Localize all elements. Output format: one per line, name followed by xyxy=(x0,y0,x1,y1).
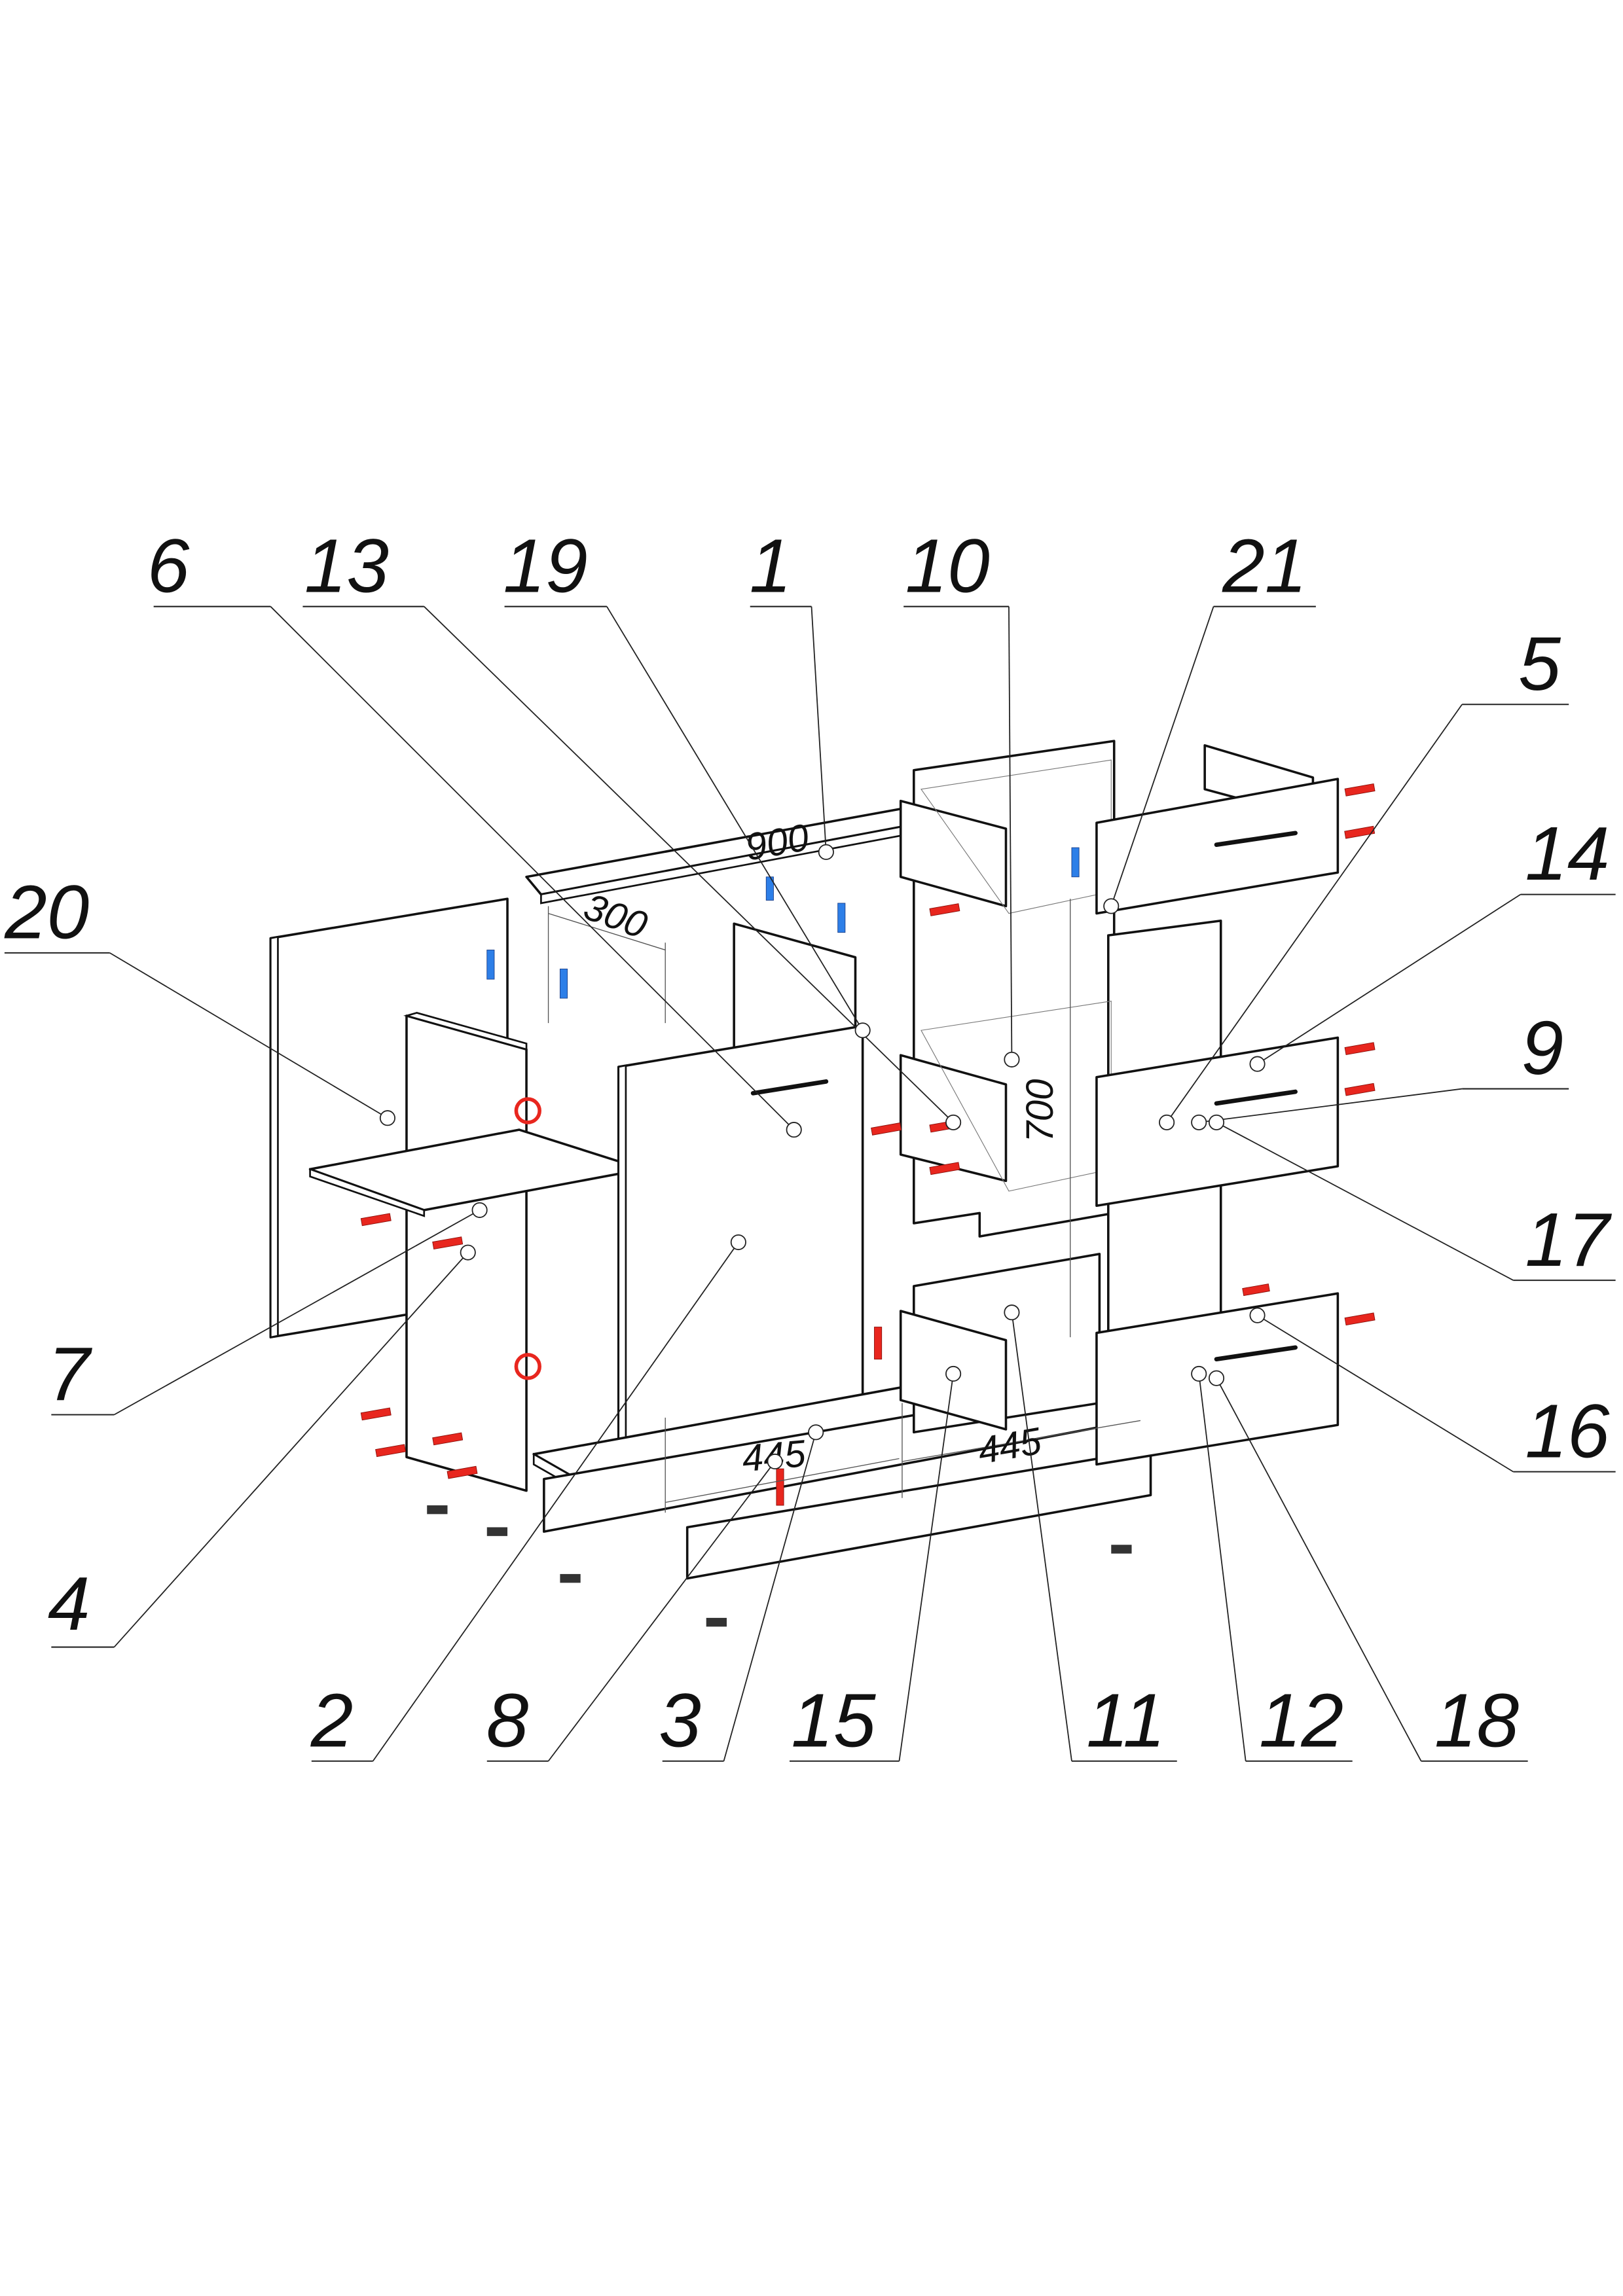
callout-15: 15 xyxy=(790,1365,962,1763)
callout-marker xyxy=(1004,1051,1020,1067)
callout-number: 4 xyxy=(48,1561,90,1646)
callout-number: 14 xyxy=(1525,811,1609,896)
callout-10: 10 xyxy=(903,523,1020,1067)
callout-marker xyxy=(818,844,834,860)
callout-3: 3 xyxy=(659,1424,824,1763)
callout-8: 8 xyxy=(486,1453,783,1763)
callout-leader xyxy=(898,1373,954,1761)
callout-leader xyxy=(1008,606,1013,1060)
drawer-handle xyxy=(1214,831,1298,848)
hardware xyxy=(360,783,1376,1627)
callout-leader xyxy=(1216,1122,1514,1281)
callout-number: 19 xyxy=(503,523,588,608)
callout-leader xyxy=(372,1242,739,1762)
callout-leader xyxy=(606,606,864,1031)
callout-marker xyxy=(1159,1114,1175,1130)
callout-number: 6 xyxy=(147,523,190,608)
drawer-handle xyxy=(1214,1089,1298,1106)
callout-16: 16 xyxy=(1249,1307,1616,1473)
callout-21: 21 xyxy=(1103,523,1316,914)
callout-marker xyxy=(1191,1365,1207,1382)
door-handle xyxy=(750,1079,829,1096)
callout-number: 10 xyxy=(905,523,990,608)
callout-marker xyxy=(1004,1304,1020,1321)
callout-leader xyxy=(1216,1378,1422,1762)
callout-leader xyxy=(1257,1314,1514,1473)
dimension-lines xyxy=(547,899,1141,1513)
callout-leader xyxy=(547,1461,776,1762)
callout-leader xyxy=(1199,1088,1463,1123)
callout-leader xyxy=(1011,1312,1072,1761)
callout-number: 18 xyxy=(1434,1677,1519,1763)
callout-7: 7 xyxy=(48,1202,488,1416)
callout-marker xyxy=(808,1424,824,1441)
callout-marker xyxy=(1249,1056,1266,1072)
callout-number: 20 xyxy=(4,870,89,955)
callout-leader xyxy=(270,606,795,1130)
callout-14: 14 xyxy=(1249,811,1616,1072)
callout-9: 9 xyxy=(1191,1005,1569,1130)
callout-marker xyxy=(786,1122,802,1138)
callout-leader xyxy=(109,952,388,1119)
callout-marker xyxy=(767,1453,783,1470)
callout-11: 11 xyxy=(1004,1304,1177,1763)
callout-number: 3 xyxy=(659,1677,701,1763)
callout-marker xyxy=(945,1114,962,1130)
callout-number: 11 xyxy=(1086,1677,1165,1763)
callout-number: 21 xyxy=(1222,523,1307,608)
callout-leader xyxy=(1198,1373,1247,1761)
callout-number: 13 xyxy=(304,523,389,608)
callout-leader xyxy=(113,1252,469,1648)
callout-number: 5 xyxy=(1518,621,1561,706)
callout-leader xyxy=(1257,893,1521,1065)
callouts: 6 13 19 1 10 21 5 14 9 17 16 18 12 11 15 3 8 2 4 7 20 xyxy=(4,523,1616,1763)
callout-13: 13 xyxy=(302,523,962,1130)
callout-number: 12 xyxy=(1259,1677,1343,1763)
callout-18: 18 xyxy=(1208,1370,1528,1763)
callout-12: 12 xyxy=(1191,1365,1353,1763)
callout-1: 1 xyxy=(750,523,834,860)
callout-6: 6 xyxy=(147,523,802,1138)
callout-19: 19 xyxy=(503,523,871,1039)
callout-number: 1 xyxy=(750,523,792,608)
callout-2: 2 xyxy=(310,1234,746,1763)
drawer-handle xyxy=(1214,1345,1298,1362)
callout-marker xyxy=(471,1202,488,1218)
callout-leader xyxy=(811,606,827,852)
callout-leader xyxy=(723,1432,817,1761)
callout-number: 7 xyxy=(48,1331,93,1416)
callout-marker xyxy=(945,1365,962,1382)
callout-leader xyxy=(113,1210,481,1416)
callout-17: 17 xyxy=(1208,1114,1616,1282)
callout-number: 8 xyxy=(486,1677,529,1763)
callout-number: 17 xyxy=(1525,1197,1613,1282)
callout-number: 2 xyxy=(310,1677,354,1763)
callout-marker xyxy=(1208,1370,1225,1386)
callout-number: 16 xyxy=(1525,1388,1610,1473)
callout-marker xyxy=(730,1234,746,1251)
callout-marker xyxy=(854,1022,871,1039)
dimension-label: 900 xyxy=(742,816,812,869)
callout-marker xyxy=(1208,1114,1225,1130)
callout-marker xyxy=(1249,1307,1266,1323)
callout-number: 15 xyxy=(791,1677,876,1763)
callout-leader xyxy=(1166,704,1463,1123)
callout-leader xyxy=(1110,606,1214,906)
callout-5: 5 xyxy=(1159,621,1569,1130)
callout-marker xyxy=(379,1110,395,1126)
callout-marker xyxy=(460,1244,476,1261)
callout-4: 4 xyxy=(48,1244,476,1648)
dimension-label: 700 xyxy=(1019,1079,1061,1143)
callout-number: 9 xyxy=(1522,1005,1564,1090)
callout-20: 20 xyxy=(4,870,395,1126)
callout-marker xyxy=(1191,1114,1207,1130)
callout-marker xyxy=(1103,898,1120,914)
dimension-label: 300 xyxy=(579,886,653,947)
